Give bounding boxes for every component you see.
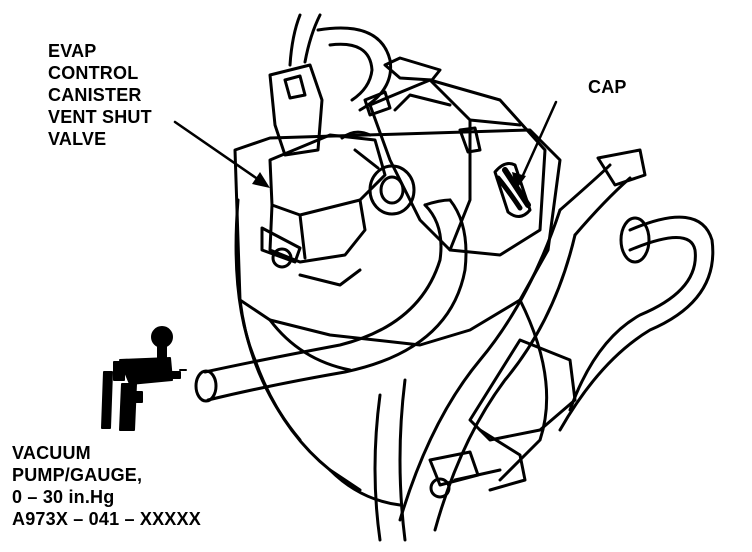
- evap-valve-callout: EVAP CONTROL CANISTER VENT SHUT VALVE: [48, 40, 152, 150]
- tool-callout: VACUUM PUMP/GAUGE, 0 – 30 in.Hg A973X – …: [12, 442, 201, 530]
- tool-callout-line-1: VACUUM: [12, 443, 91, 463]
- leader-arrowheads: [252, 172, 526, 190]
- mounting-bracket: [328, 338, 577, 507]
- lower-hoses: [373, 148, 715, 542]
- leader-lines: [173, 100, 558, 184]
- evap-valve-callout-line-2: CONTROL: [48, 63, 139, 83]
- upper-hoses: [316, 26, 442, 117]
- cap-callout-line-1: CAP: [588, 77, 627, 97]
- evap-valve-callout-line-3: CANISTER: [48, 85, 142, 105]
- evap-valve-callout-line-5: VALVE: [48, 129, 107, 149]
- tool-callout-line-3: 0 – 30 in.Hg: [12, 487, 115, 507]
- vacuum-pump-gauge-icon: [101, 326, 187, 431]
- large-hose: [194, 198, 468, 403]
- cap-callout: CAP: [588, 76, 627, 98]
- vent-shut-valve: [260, 13, 416, 287]
- evap-valve-callout-line-1: EVAP: [48, 41, 97, 61]
- tool-callout-line-4: A973X – 041 – XXXXX: [12, 509, 201, 529]
- canister-cover: [368, 78, 547, 257]
- tool-callout-line-2: PUMP/GAUGE,: [12, 465, 143, 485]
- evap-valve-callout-line-4: VENT SHUT: [48, 107, 152, 127]
